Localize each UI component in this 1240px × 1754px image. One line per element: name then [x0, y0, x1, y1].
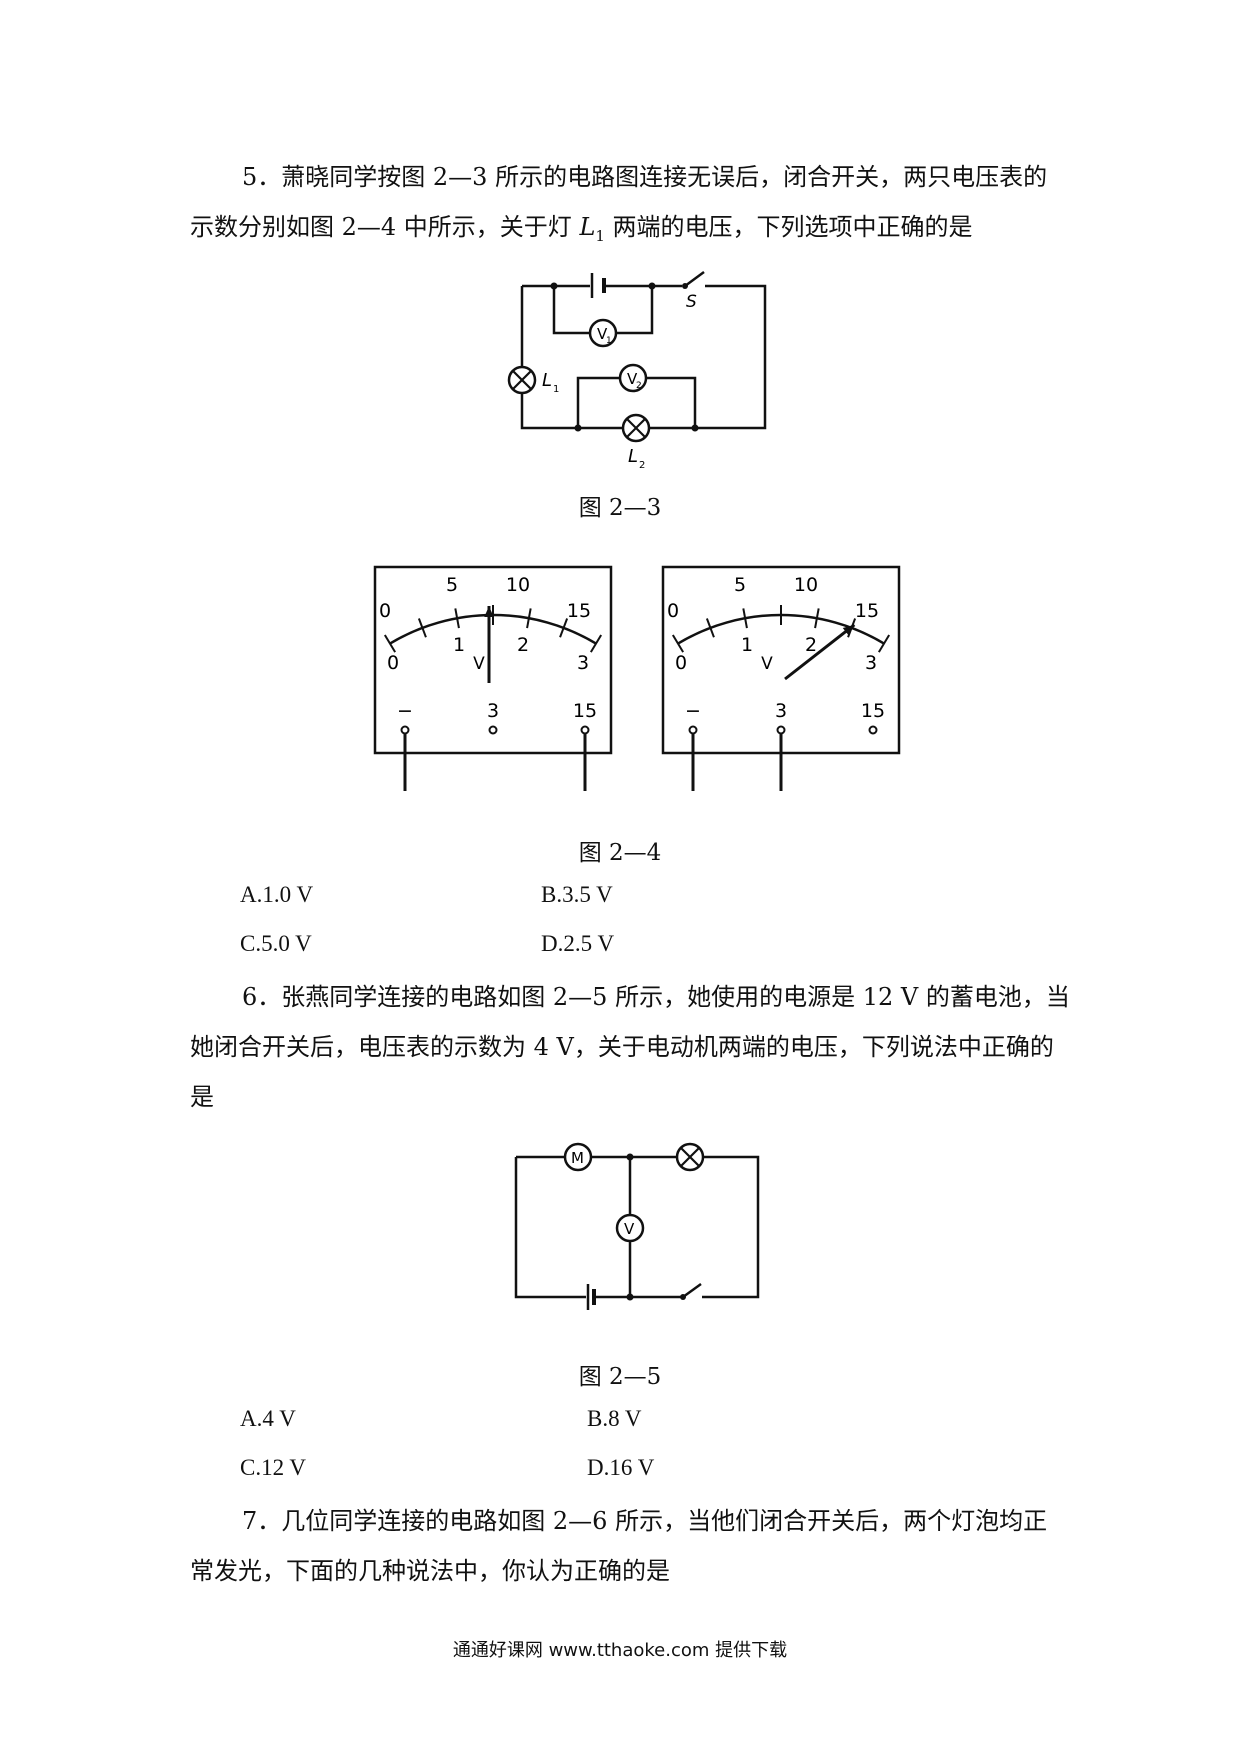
question-7-text: 7．几位同学连接的电路如图 2—6 所示，当他们闭合开关后，两个灯泡均正常发光，… — [190, 1507, 1048, 1585]
meter-pointer — [784, 623, 856, 681]
meter-top-scale-label: 0 — [667, 600, 679, 622]
q6-option-b: B.8 V — [587, 1406, 642, 1431]
motor-symbol: M — [563, 1142, 593, 1172]
meter-unit-label: V — [761, 654, 773, 674]
voltmeter-symbol: V — [615, 1213, 645, 1243]
meter-tick — [526, 608, 532, 629]
meter-top-scale-label: 0 — [379, 600, 391, 622]
voltmeter-dial-right: 0 5 10 15 0 1 2 3 V − 3 15 — [661, 565, 901, 791]
meter-terminal-label: 3 — [775, 700, 787, 722]
q5-option-a: A.1.0 V — [240, 882, 314, 907]
meter-bottom-scale-label: 3 — [577, 652, 589, 674]
svg-text:2: 2 — [639, 460, 645, 471]
svg-text:V: V — [597, 325, 608, 343]
meter-bottom-scale-label: 2 — [517, 634, 529, 656]
meter-top-scale-label: 15 — [567, 600, 591, 622]
svg-text:1: 1 — [606, 336, 612, 346]
svg-text:M: M — [571, 1149, 584, 1167]
svg-text:V: V — [624, 1220, 635, 1238]
voltmeter-dial-left: 0 5 10 15 0 1 2 3 V − 3 15 — [373, 565, 613, 791]
q6-option-c: C.12 V — [240, 1455, 307, 1480]
meter-tick — [671, 634, 684, 653]
meter-tick — [590, 634, 603, 653]
q5-option-d: D.2.5 V — [541, 931, 615, 956]
meter-top-scale-label: 5 — [446, 574, 458, 596]
meter-tick — [559, 618, 569, 638]
switch-label: S — [686, 292, 697, 312]
q6-option-d: D.16 V — [587, 1455, 655, 1480]
meter-frame — [661, 565, 901, 755]
meter-terminal-label: − — [397, 700, 413, 722]
meter-unit-label: V — [473, 654, 485, 674]
figure-caption-2-3: 图 2—3 — [578, 495, 662, 521]
figure-caption-2-4: 图 2—4 — [578, 840, 662, 866]
meter-tick — [878, 634, 891, 653]
svg-text:L: L — [628, 446, 638, 467]
lamp-l2-symbol: L 2 — [621, 413, 651, 471]
q6-option-a: A.4 V — [240, 1406, 296, 1431]
meter-tick — [383, 634, 396, 653]
meter-terminal-label: 15 — [861, 700, 885, 722]
meter-tick — [417, 618, 427, 638]
meter-bottom-scale-label: 1 — [741, 634, 753, 656]
meter-tick — [742, 608, 748, 629]
voltmeter-v1-symbol: V 1 — [588, 318, 618, 348]
meter-top-scale-label: 10 — [506, 574, 530, 596]
meter-terminal — [868, 725, 878, 735]
meter-bottom-scale-label: 1 — [453, 634, 465, 656]
meter-pointer-head — [484, 606, 494, 618]
question-5-text: 5．萧晓同学按图 2—3 所示的电路图连接无误后，闭合开关，两只电压表的示数分别… — [190, 163, 1048, 245]
svg-text:V: V — [627, 370, 638, 388]
meter-top-scale-label: 5 — [734, 574, 746, 596]
voltmeter-v2-symbol: V 2 — [618, 363, 648, 393]
page-footer: 通通好课网 www.tthaoke.com 提供下载 — [452, 1640, 788, 1661]
meter-bottom-scale-label: 0 — [387, 652, 399, 674]
meter-bottom-scale-label: 0 — [675, 652, 687, 674]
figure-caption-2-5: 图 2—5 — [578, 1364, 662, 1390]
question-6-text: 6．张燕同学连接的电路如图 2—5 所示，她使用的电源是 12 V 的蓄电池，当… — [190, 983, 1070, 1111]
meter-terminal — [488, 725, 498, 735]
lamp-symbol — [675, 1142, 705, 1172]
meter-tick — [814, 608, 820, 629]
meter-terminal-label: 15 — [573, 700, 597, 722]
meter-top-scale-label: 10 — [794, 574, 818, 596]
svg-text:L: L — [542, 370, 552, 391]
q5-option-b: B.3.5 V — [541, 882, 613, 907]
meter-tick — [705, 618, 715, 638]
meter-pointer-head — [842, 624, 855, 636]
meter-terminal-label: 3 — [487, 700, 499, 722]
meter-bottom-scale-label: 2 — [805, 634, 817, 656]
meter-terminal-label: − — [685, 700, 701, 722]
lamp-l1-symbol: L 1 — [507, 365, 559, 395]
meter-tick — [454, 608, 460, 629]
svg-text:2: 2 — [636, 381, 642, 391]
q5-option-c: C.5.0 V — [240, 931, 312, 956]
meter-bottom-scale-label: 3 — [865, 652, 877, 674]
meter-frame — [373, 565, 613, 755]
meter-top-scale-label: 15 — [855, 600, 879, 622]
svg-text:1: 1 — [553, 384, 559, 395]
